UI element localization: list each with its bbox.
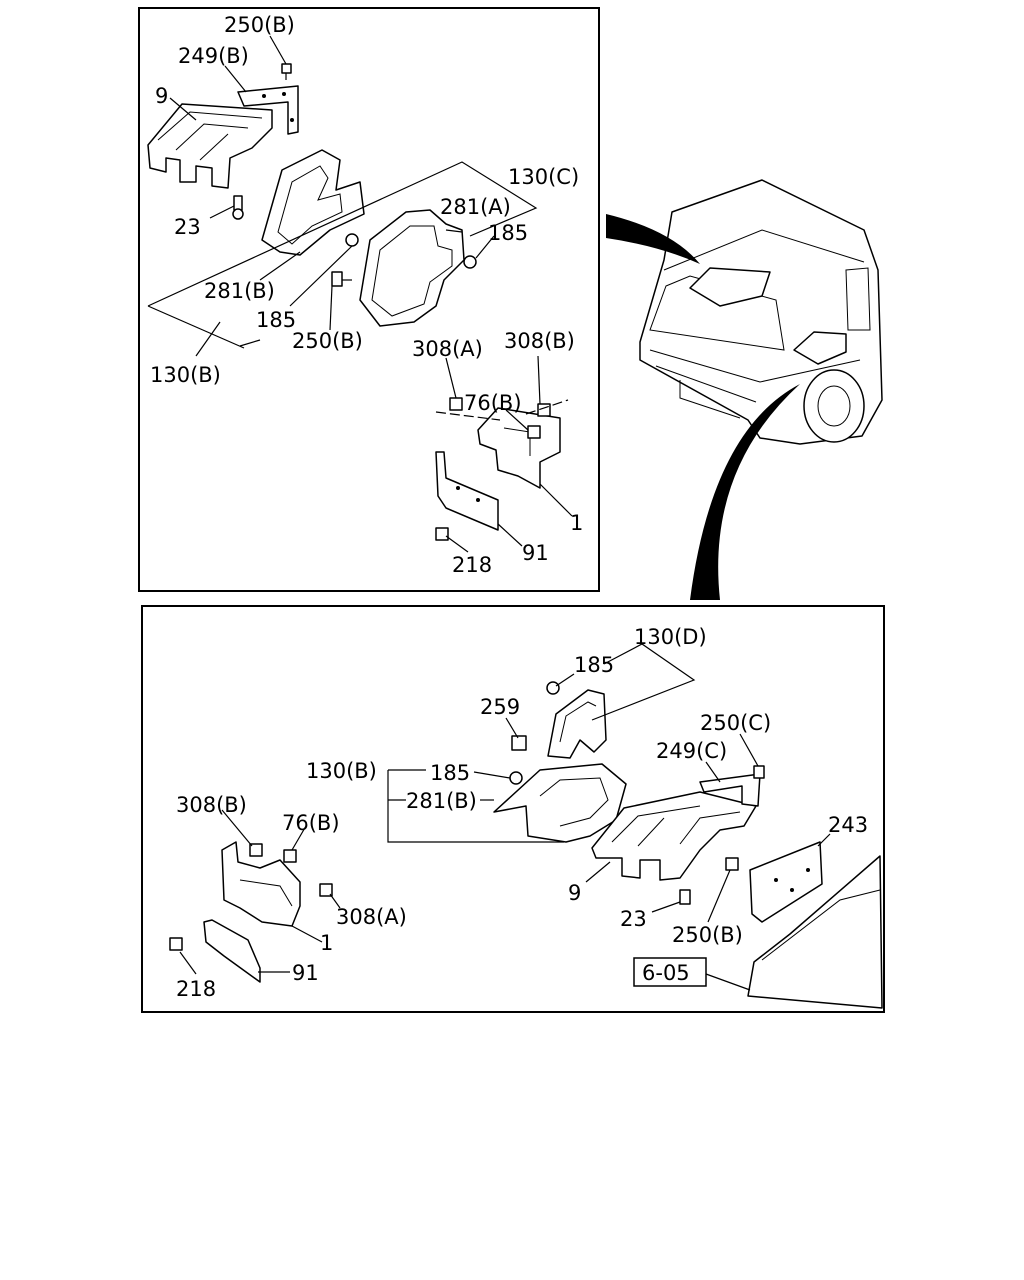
label-243-bottom: 243 [828,813,868,837]
reference-label: 6-05 [642,961,690,985]
bolt-308b-bottom [249,843,263,857]
truck-cab-illustration [606,179,883,600]
fender-shape [747,855,883,1009]
label-130b-top: 130(B) [150,363,221,387]
label-281b-top: 281(B) [204,279,275,303]
label-185-bottom-top: 185 [574,653,614,677]
label-1-top: 1 [570,511,583,535]
part-243-plate [749,841,823,923]
bolt-308a-bottom [319,883,333,897]
label-249b-top: 249(B) [178,44,249,68]
label-185-top-right: 185 [488,221,528,245]
label-218-bottom: 218 [176,977,216,1001]
top-leaders [147,35,573,553]
reference-box-6-05[interactable]: 6-05 [633,957,707,987]
label-9-top: 9 [155,84,168,108]
label-76b-bottom: 76(B) [282,811,340,835]
truck-wheel [803,369,865,443]
label-250b-top: 250(B) [224,13,295,37]
label-23-top: 23 [174,215,201,239]
part-249b-bracket [237,85,299,135]
bottom-panel-frame [141,605,885,1013]
pointer-top [606,214,700,264]
part-281b-130b-assembly [493,763,627,843]
truck-highlight-roof [689,267,771,307]
bolt-250c-bottom [753,765,765,779]
label-185-top-left: 185 [256,308,296,332]
label-185b-bottom: 185 [430,761,470,785]
bolt-76b-top [527,425,541,439]
pointer-bottom [690,384,800,600]
top-panel: 250(B) 249(B) 9 23 130(C) 281(A) 185 281… [138,7,600,592]
part-1-bracket [477,407,561,489]
part-130d-duct [547,689,607,759]
label-1-bottom: 1 [320,931,333,955]
label-281a-top: 281(A) [440,195,511,219]
bottom-leaders [179,643,831,991]
label-308a-top: 308(A) [412,337,483,361]
bolt-308a-top [449,397,463,411]
clip-185b-bottom [509,771,523,785]
clip-185-bottom [546,681,560,695]
label-91-top: 91 [522,541,549,565]
bottom-panel: 130(D) 185 259 250(C) 249(C) 130(B) 185 … [141,605,885,1013]
label-23-bottom: 23 [620,907,647,931]
label-308b-top: 308(B) [504,329,575,353]
label-308a-bottom: 308(A) [336,905,407,929]
label-281b-bottom: 281(B) [406,789,477,813]
label-130b-bottom: 130(B) [306,759,377,783]
label-250b-bottom: 250(B) [672,923,743,947]
part-9-cover-bottom [591,791,757,881]
bolt-259-bottom [511,735,527,751]
bolt-250b-top [281,63,292,80]
bolt-218-bottom [169,937,183,951]
label-259-bottom: 259 [480,695,520,719]
bolt-250b-lower [331,271,352,287]
part-91-plate [435,451,499,531]
label-250c-bottom: 250(C) [700,711,771,735]
part-9-cover [147,103,273,189]
part-130c-duct [359,209,465,327]
part-1-bracket-bottom [221,841,301,927]
label-249c-bottom: 249(C) [656,739,727,763]
bolt-76b-bottom [283,849,297,863]
label-250b-top-lower: 250(B) [292,329,363,353]
bolt-218-top [435,527,449,541]
part-91-plate-bottom [203,919,261,983]
label-9-bottom: 9 [568,881,581,905]
clip-185-right [463,255,477,269]
label-308b-bottom: 308(B) [176,793,247,817]
clip-185-left [345,233,359,247]
bolt-23-top [232,195,244,220]
label-218-top: 218 [452,553,492,577]
label-130d-bottom: 130(D) [634,625,707,649]
bolt-250b-bottom [725,857,739,871]
bolt-23-bottom [679,889,691,905]
label-76b-top: 76(B) [464,391,522,415]
label-91-bottom: 91 [292,961,319,985]
label-130c-top: 130(C) [508,165,579,189]
top-panel-frame [138,7,600,592]
truck-highlight-side [793,331,847,365]
